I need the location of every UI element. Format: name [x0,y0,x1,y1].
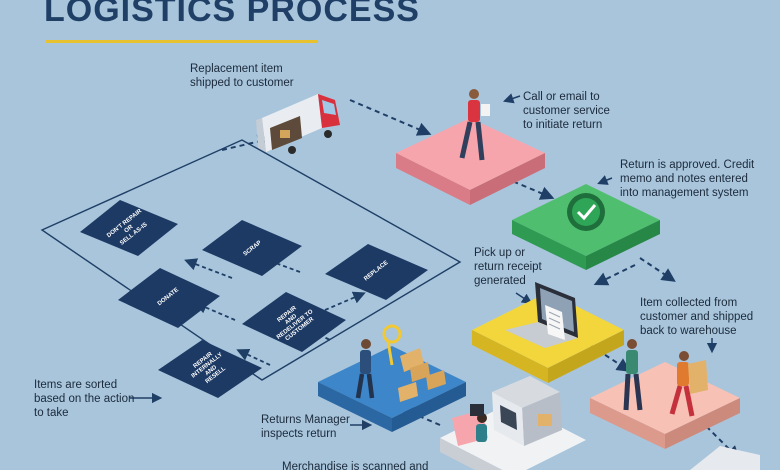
flow-arrow-call-to-approved [504,177,555,200]
flow-arrow-label-approved [597,175,613,185]
label-approved: Return is approved. Credit memo and note… [620,159,755,199]
platform-collected [590,362,740,449]
flow-arrow-approved-to-collected [639,257,676,282]
tile-dont-repair: DON'T REPAIR OR SELL AS-IS [80,200,178,256]
checkmark-badge-icon [567,193,605,231]
label-replacement: Replacement item shipped to customer [190,63,294,89]
scanner-station-icon [452,376,562,446]
flow-arrow-sort-1 [184,258,233,279]
platform-call [396,118,545,205]
laptop-receipt-icon [505,282,578,348]
label-call: Call or email to customer service to ini… [523,91,610,131]
flow-arrow-truck-to-call [349,99,432,136]
magnifier-inspect-icon [355,324,446,402]
flow-arrow-label-call [503,93,521,104]
tile-donate: DONATE [118,268,220,328]
flow-arrow-pickup-to-collected [589,344,631,372]
label-pickup: Pick up or return receipt generated [474,247,542,287]
person-phone-icon [459,89,490,161]
tile-dont-repair-line2: OR [124,224,135,235]
sorting-area-outline [40,139,462,381]
tile-repair-resell: REPAIR INTERNALLY AND RESELL [158,340,262,398]
title-underline [46,40,318,43]
warehouse-edge [690,446,760,470]
tile-repair-redeliver: REPAIR AND REDELIVER TO CUSTOMER [242,292,346,352]
flow-arrow-label-pickup [515,292,533,304]
flow-arrow-sort-3 [194,301,236,321]
platform-inspect [318,346,466,432]
page-title: LOGISTICS PROCESS [44,0,420,29]
delivery-person-icon [623,339,708,417]
flow-arrow-sort-5 [324,291,366,311]
label-sorted: Items are sorted based on the action to … [34,379,135,419]
delivery-truck-icon [256,94,340,154]
label-scanned: Merchandise is scanned and [282,461,429,470]
label-collected: Item collected from customer and shipped… [640,297,754,337]
flow-arrow-approved-to-pickup [593,264,636,286]
tile-replace: REPLACE [325,244,428,300]
label-inspects: Returns Manager inspects return [261,414,350,440]
flow-arrow-sort-4 [236,348,271,366]
tile-scrap: SCRAP [202,220,302,276]
